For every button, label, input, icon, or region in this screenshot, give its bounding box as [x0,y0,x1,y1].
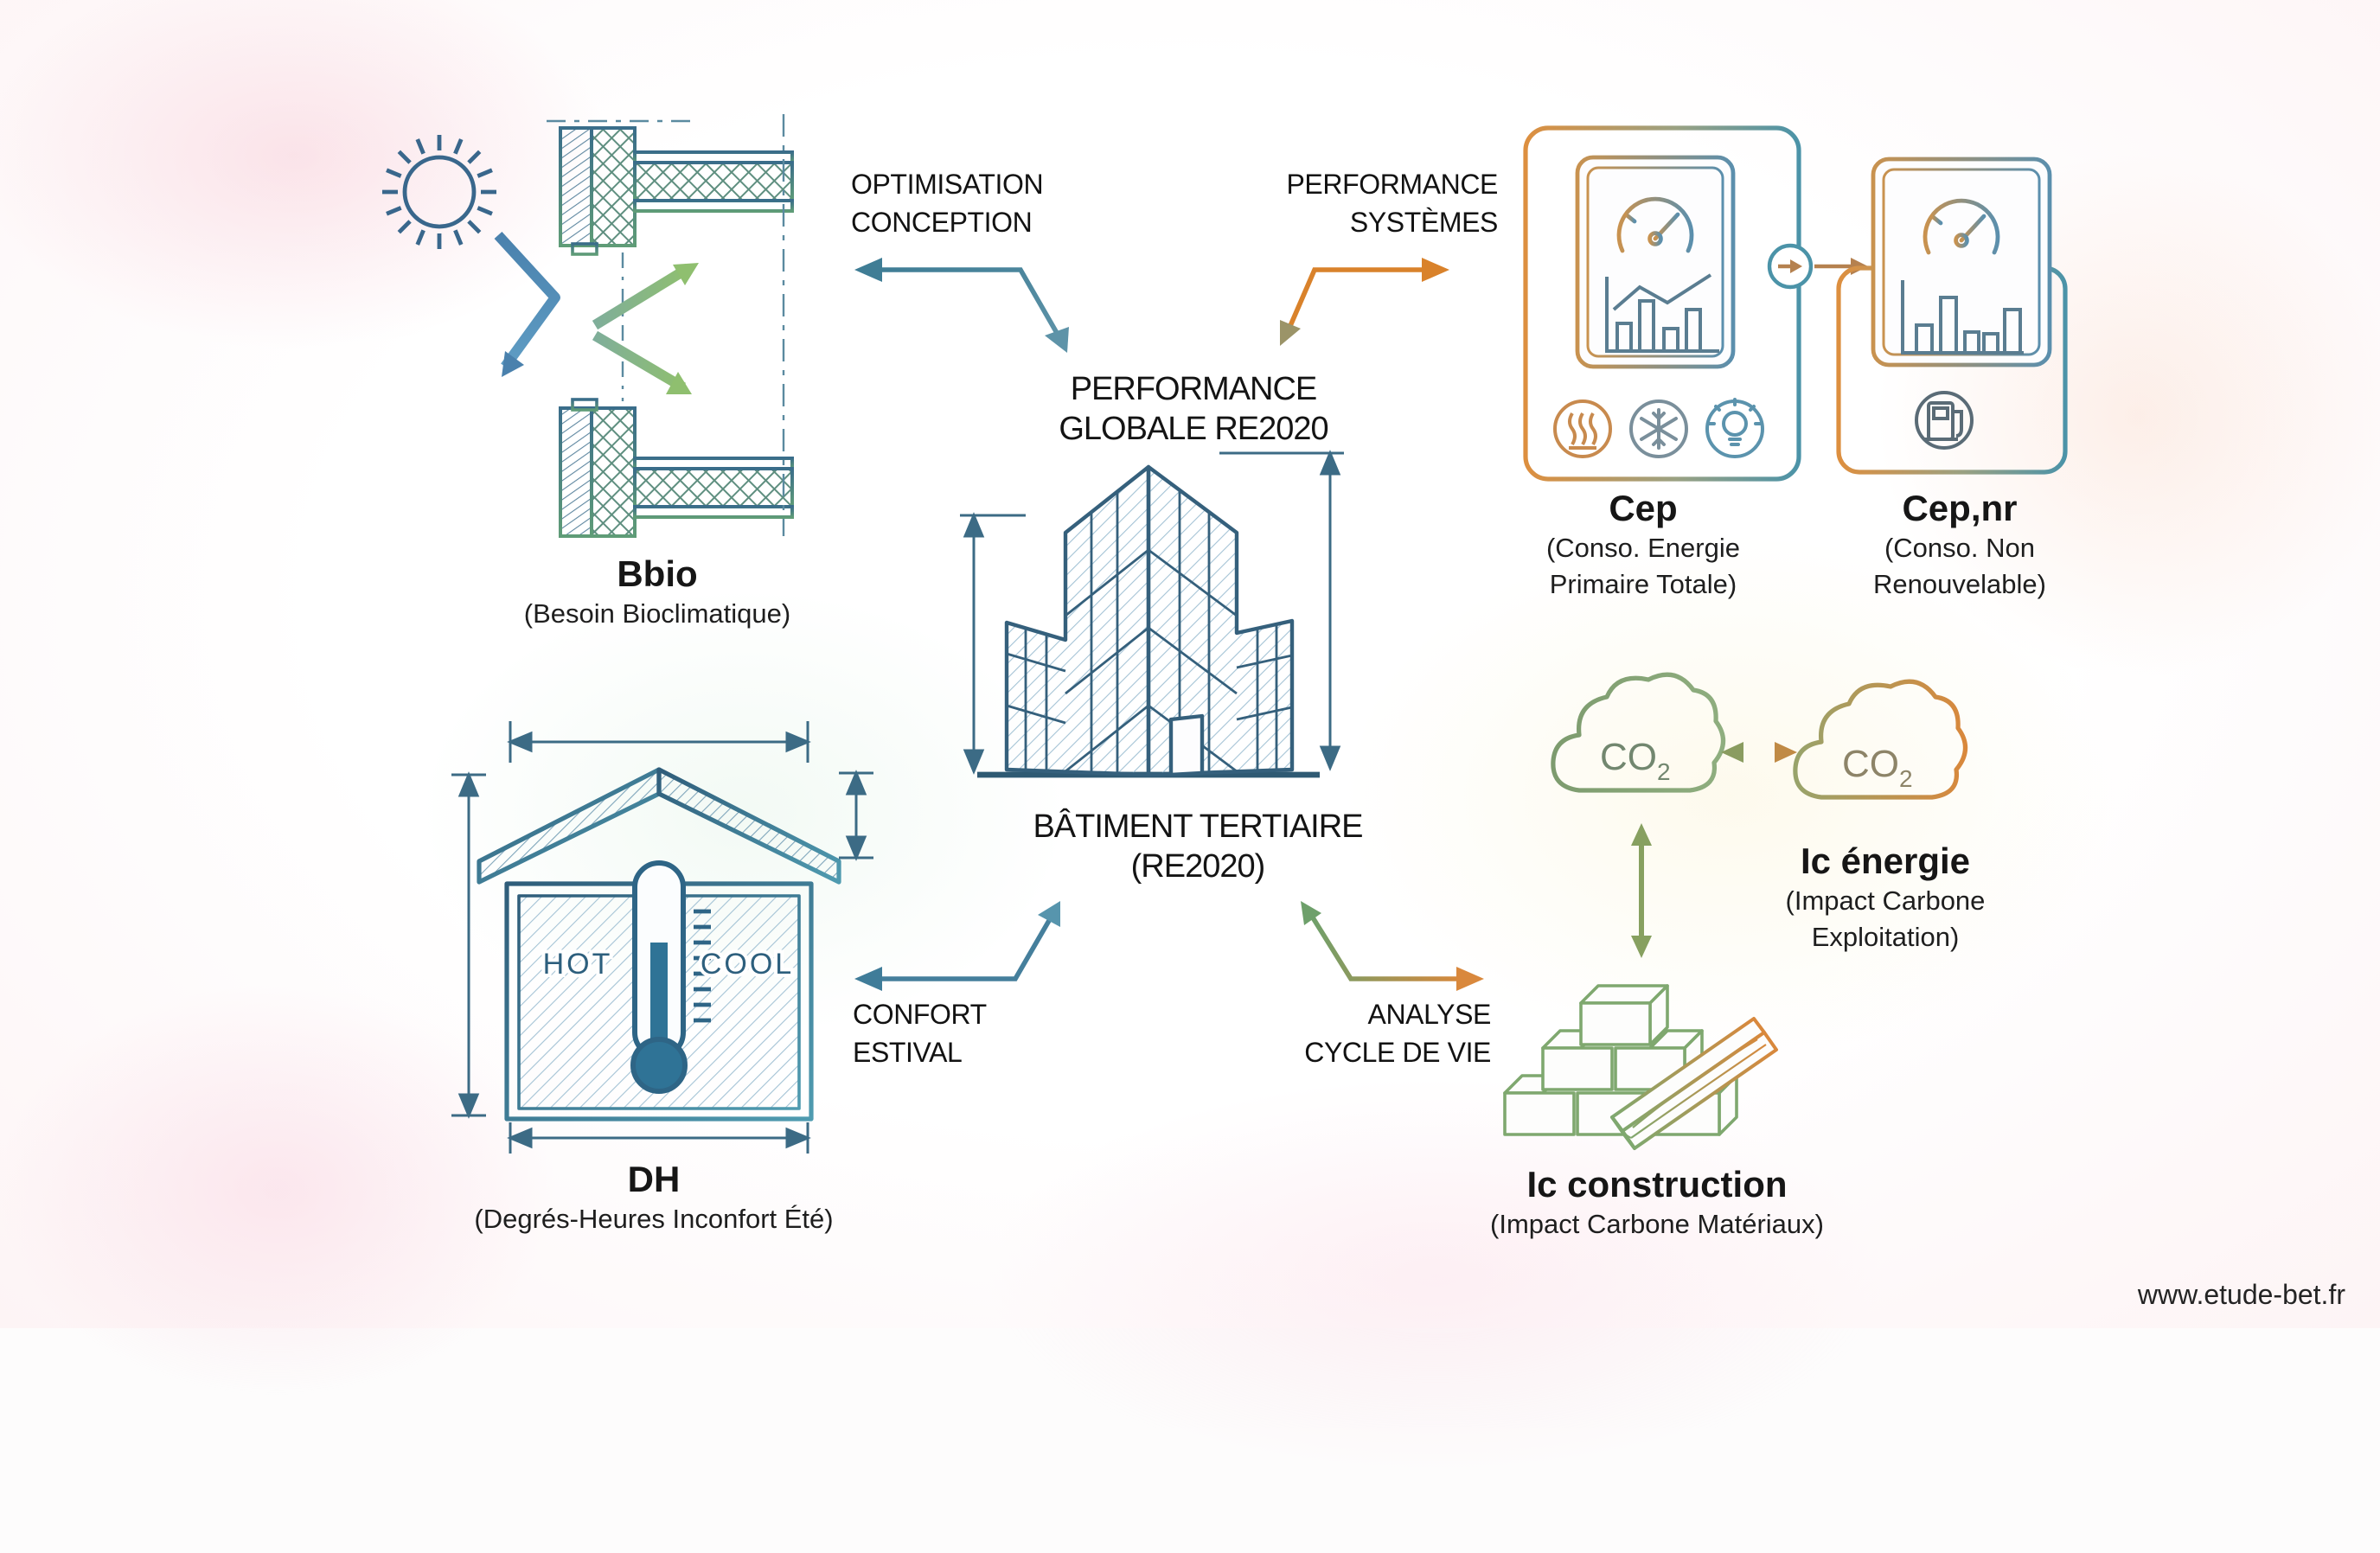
optimisation-arrow [854,258,1069,353]
materials-illustration [1503,984,1778,1150]
dh-title: DH [627,1160,681,1200]
transfer-arrow-icon [1767,243,1868,290]
dimension-arrows [451,721,873,1154]
co2-cloud-energy-right: CO2 [1793,679,1968,800]
svg-text:CO2: CO2 [1600,736,1671,785]
co2-cloud-energy-left: CO2 [1551,672,1726,793]
batiment-label-line2: (RE2020) [1130,849,1266,885]
cepnr-tablet [1871,157,2052,367]
co2-label: CO [1842,743,1899,785]
co2-label: CO [1600,736,1657,778]
bbio-illustration [382,114,794,538]
ic-energie-label: Ic énergie (Impact Carbone Exploitation) [1738,842,2032,956]
co2-sub-label: 2 [1657,758,1671,785]
systemes-arrow [1280,258,1449,346]
cepnr-subtitle-line1: (Conso. Non [1884,534,2035,564]
confort-label-line1: CONFORT [853,1001,987,1031]
website-url-text: www.etude-bet.fr [2137,1281,2345,1311]
dh-illustration: HOT COOL [451,721,873,1154]
ic-construction-label: Ic construction (Impact Carbone Matériau… [1441,1166,1873,1243]
cep-label: Cep (Conso. Energie Primaire Totale) [1496,489,1790,604]
analyse-label: ANALYSE CYCLE DE VIE [1237,998,1491,1074]
door [1168,713,1205,777]
gauge-icon [1616,191,1694,253]
cep-subtitle-line2: Primaire Totale) [1549,571,1737,600]
building-dimension-arrows [960,450,1344,775]
co2-sub-label: 2 [1899,765,1913,792]
co2-clouds-illustration: CO2 CO2 [1551,672,1968,800]
performance-globale-line1: PERFORMANCE [1070,372,1318,408]
bbio-title: Bbio [617,555,698,595]
confort-label: CONFORT ESTIVAL [853,998,1112,1074]
chart-icon [1605,273,1719,353]
lighting-icon [1705,398,1764,458]
cep-group-illustration [1523,125,2068,482]
cep-tablet [1575,155,1736,369]
facade-mullions [1006,489,1293,773]
ic-energie-subtitle-line1: (Impact Carbone [1785,887,1986,917]
cool-label: COOL [701,948,794,981]
background-tint [813,1000,2058,1553]
systemes-label-line1: PERFORMANCE [1286,171,1498,201]
solar-gain-arrow [494,231,560,377]
thermometer-icon [630,860,711,1094]
cepnr-label: Cep,nr (Conso. Non Renouvelable) [1813,489,2107,604]
ic-construction-subtitle: (Impact Carbone Matériaux) [1490,1211,1824,1240]
systemes-label-line2: SYSTÈMES [1349,209,1498,239]
website-url: www.etude-bet.fr [1989,1281,2345,1313]
ic-energie-title: Ic énergie [1800,842,1971,882]
co2-exchange-arrow [1721,742,1797,763]
cooling-icon [1629,399,1688,458]
batiment-label: BÂTIMENT TERTIAIRE (RE2020) [960,808,1436,887]
optimisation-label: OPTIMISATION CONCEPTION [851,168,1180,244]
co2-materials-arrow [1631,823,1652,958]
bbio-label: Bbio (Besoin Bioclimatique) [467,555,848,633]
systemes-label: PERFORMANCE SYSTÈMES [1193,168,1498,244]
building-illustration [960,450,1344,778]
cep-title: Cep [1609,489,1678,529]
hot-label: HOT [543,948,613,981]
ic-energie-subtitle-line2: Exploitation) [1811,923,1960,953]
cep-subtitle-line1: (Conso. Energie [1545,534,1740,564]
cepnr-subtitle-line2: Renouvelable) [1873,571,2046,600]
fuel-pump-icon [1915,391,1974,450]
heating-icon [1553,399,1612,458]
dh-subtitle: (Degrés-Heures Inconfort Été) [474,1205,834,1235]
sun-icon [382,135,496,249]
dh-label: DH (Degrés-Heures Inconfort Été) [429,1160,879,1238]
confort-arrow [854,901,1060,991]
window-glazing [571,242,598,412]
performance-globale-title: PERFORMANCE GLOBALE RE2020 [986,370,1401,450]
building-icon [1004,464,1295,777]
heat-diffusion-arrows [592,263,692,393]
analyse-label-line1: ANALYSE [1367,1001,1492,1031]
ic-construction-title: Ic construction [1526,1166,1788,1205]
optimisation-label-line2: CONCEPTION [851,209,1033,239]
bar-chart-icon [1901,280,2024,355]
bbio-subtitle: (Besoin Bioclimatique) [523,600,791,630]
optimisation-label-line1: OPTIMISATION [851,171,1044,201]
performance-globale-line2: GLOBALE RE2020 [1059,412,1328,448]
wall-section-drawing [547,114,794,538]
wood-beam-icon [1610,1017,1778,1150]
thermometer-scale-ticks [694,909,711,1023]
analyse-label-line2: CYCLE DE VIE [1304,1039,1491,1069]
svg-text:CO2: CO2 [1842,743,1913,792]
cepnr-title: Cep,nr [1902,489,2018,529]
gauge-icon [1923,193,2000,255]
confort-label-line2: ESTIVAL [853,1039,963,1069]
cep-card [1523,125,1801,482]
analyse-arrow [1301,901,1484,991]
batiment-label-line1: BÂTIMENT TERTIAIRE [1033,809,1363,846]
